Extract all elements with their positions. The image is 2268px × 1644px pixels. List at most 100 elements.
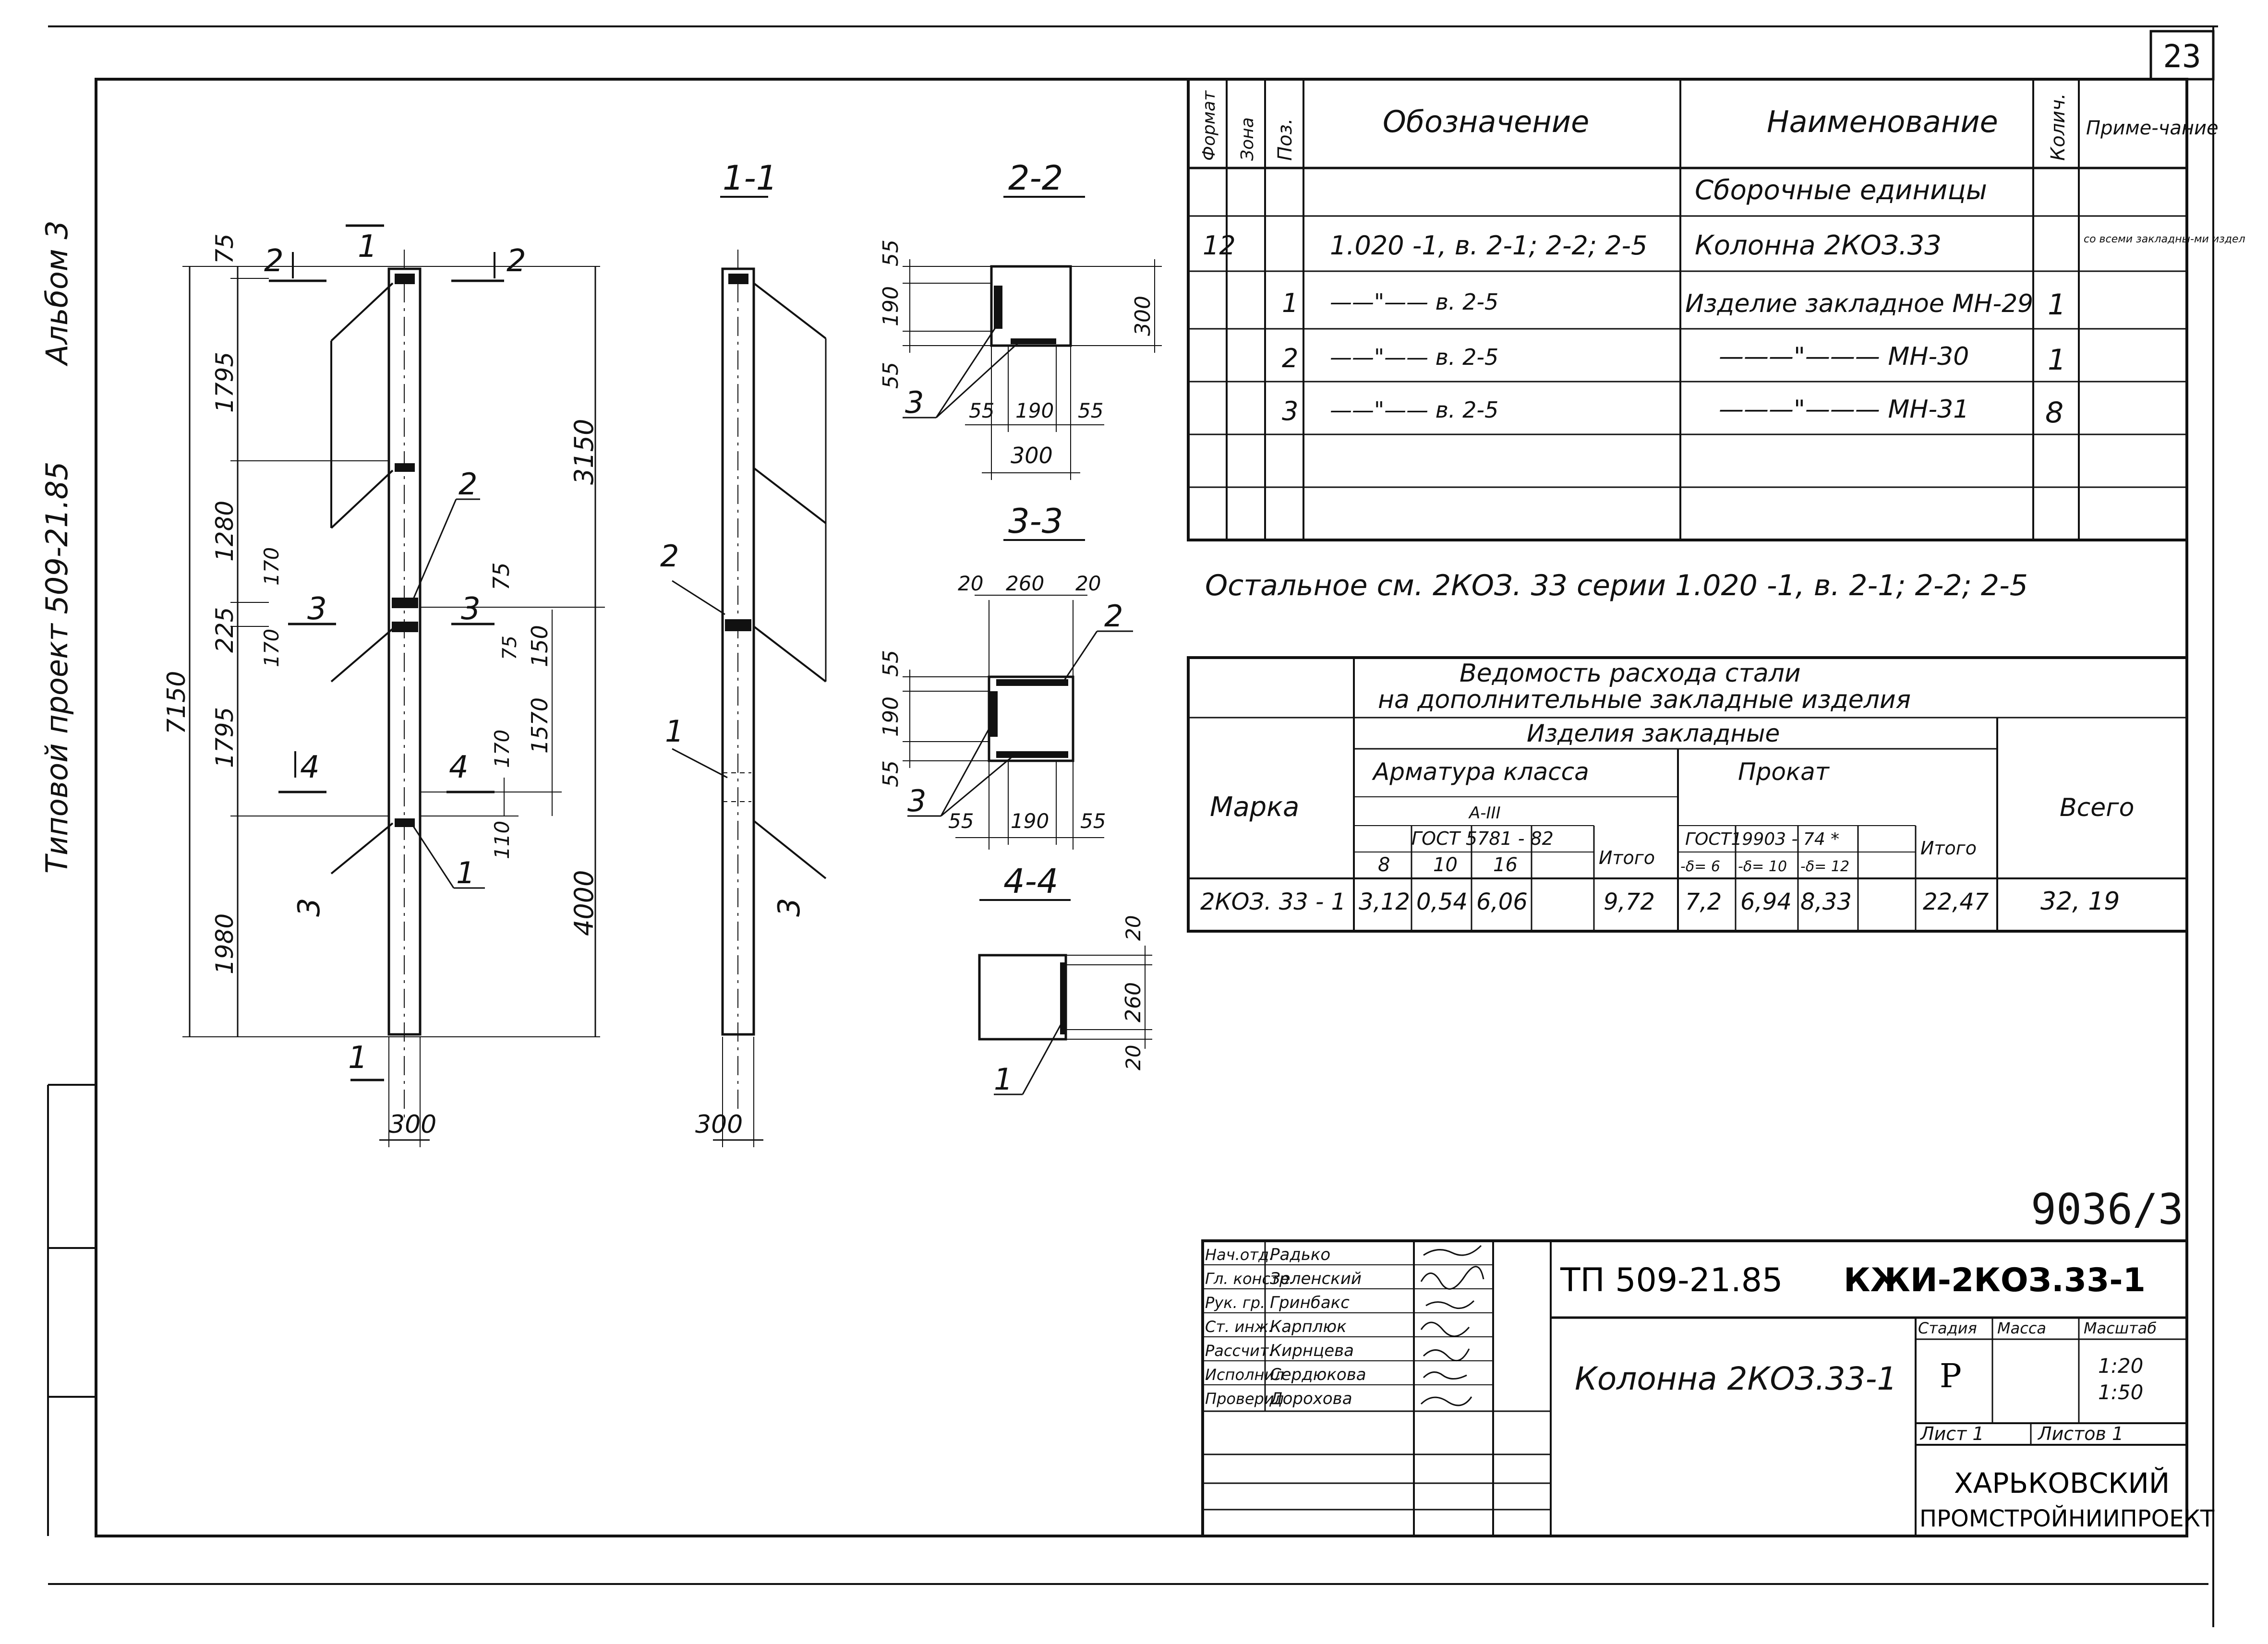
- s22-d55-top: 55: [879, 240, 903, 266]
- tb-project-code: ТП 509-21.85: [1560, 1261, 1783, 1299]
- steel-itogo-arm-header: Итого: [1599, 847, 1655, 868]
- steel-row-p6: 7,2: [1685, 888, 1722, 915]
- dim-segment-1980: 1980: [211, 913, 239, 974]
- spec-row-pos: 3: [1282, 396, 1298, 426]
- s22-d190: 190: [879, 286, 903, 326]
- section-4-4: 4-4 20 260 20 1: [978, 862, 1152, 1097]
- cut-1-top: 1: [358, 229, 377, 264]
- steel-row-itogo-arm: 9,72: [1604, 888, 1655, 915]
- sheet-frame: 23: [47, 25, 2218, 1627]
- s33-t20-r: 20: [1075, 572, 1101, 595]
- steel-row-total: 32, 19: [2040, 887, 2120, 916]
- s44-d20-top: 20: [1122, 915, 1145, 941]
- tb-role: Нач.отд.: [1205, 1246, 1274, 1264]
- steel-diameter: 16: [1493, 854, 1518, 876]
- cut-2-left: 2: [264, 243, 284, 279]
- s33-d55-top: 55: [879, 650, 903, 677]
- spec-row-name: Изделие закладное МН-29: [1685, 289, 2033, 318]
- tb-name: Карплюк: [1270, 1317, 1347, 1336]
- spec-header-pos: Поз.: [1274, 118, 1296, 161]
- spec-header-designation: Обозначение: [1383, 104, 1589, 139]
- s33-b55-r: 55: [1080, 809, 1106, 833]
- callout-1: 1: [456, 855, 475, 890]
- tb-scale2: 1:50: [2098, 1380, 2143, 1404]
- tb-doc-code: КЖИ-2КОЗ.33-1: [1844, 1261, 2146, 1299]
- tb-name: Гринбакс: [1270, 1293, 1350, 1312]
- s11-cut-3: 3: [772, 898, 807, 917]
- tb-org1: ХАРЬКОВСКИЙ: [1954, 1466, 2170, 1500]
- remark-text: Остальное см. 2КОЗ. 33 серии 1.020 -1, в…: [1205, 569, 2028, 602]
- steel-row-v16: 6,06: [1476, 888, 1528, 915]
- spec-row-pos: 1: [1282, 288, 1298, 318]
- spec-row-qty: 8: [2045, 396, 2063, 430]
- spec-row-qty: 1: [2048, 288, 2066, 322]
- cut-3-right: 3: [461, 591, 481, 627]
- tb-stage-label: Стадия: [1918, 1319, 1977, 1337]
- sheet-number: 23: [2163, 38, 2201, 75]
- side-label: Альбом 3 Типовой проект 509-21.85: [39, 220, 74, 874]
- cut-4-right: 4: [449, 750, 469, 785]
- tb-scale1: 1:20: [2098, 1354, 2143, 1378]
- spec-section-title: Сборочные единицы: [1695, 175, 1987, 206]
- steel-col-izdelia: Изделия закладные: [1527, 720, 1780, 747]
- dim-segment-225: 225: [211, 607, 239, 653]
- steel-col-vsego: Всего: [2060, 793, 2134, 822]
- spec-row-designation: 1.020 -1, в. 2-1; 2-2; 2-5: [1330, 230, 1647, 261]
- spec-row-pos: 2: [1282, 343, 1298, 373]
- spec-header-zone: Зона: [1238, 117, 1257, 161]
- s22-callout-3: 3: [905, 385, 924, 420]
- column-elevation: 7150 75 1795 1280 225 1795 1980 3150 400…: [162, 224, 605, 1147]
- steel-col-armatura: Арматура класса: [1372, 758, 1589, 786]
- steel-row-p10: 6,94: [1740, 888, 1792, 915]
- cut-4-left: 4: [300, 750, 320, 785]
- dim-segment-1795a: 1795: [211, 352, 239, 413]
- section-1-1: 1-1 2 1 3 300: [660, 158, 827, 1147]
- callout-2: 2: [458, 467, 477, 502]
- s33-callout-2: 2: [1104, 599, 1123, 634]
- tb-role: Рассчит.: [1205, 1342, 1274, 1360]
- dim-150: 150: [527, 625, 553, 667]
- tb-role: Проверил: [1205, 1390, 1284, 1408]
- s22-b300: 300: [1011, 443, 1053, 468]
- spec-row-designation: ——"—— в. 2-5: [1330, 397, 1498, 423]
- s33-d190: 190: [879, 696, 903, 737]
- tb-role: Исполнил: [1205, 1366, 1284, 1384]
- dim-segment-75: 75: [211, 233, 239, 264]
- tb-role: Гл. констр.: [1205, 1270, 1294, 1288]
- dim-75-right: 75: [488, 562, 514, 590]
- spec-row-name: ———"——— МН-30: [1719, 342, 1969, 371]
- dim-170-right: 170: [490, 730, 514, 768]
- steel-gost-arm: ГОСТ 5781 - 82: [1411, 828, 1554, 849]
- steel-title-line1: Ведомость расхода стали: [1460, 659, 1801, 688]
- steel-thickness: -δ= 12: [1800, 858, 1849, 875]
- steel-row-p12: 8,33: [1800, 888, 1852, 915]
- section-2-2: 2-2 55 190 55 300 55 190 55 300 3: [879, 158, 1162, 480]
- dim-width-300: 300: [389, 1110, 436, 1139]
- section-3-3: 3-3 20 260 20 55 190 55 55 190 55 2 3: [879, 502, 1133, 850]
- steel-row-itogo-prokat: 22,47: [1923, 888, 1989, 915]
- steel-diameter: 8: [1378, 854, 1390, 876]
- steel-thickness: -δ= 6: [1680, 858, 1720, 875]
- dim-right-4000: 4000: [569, 870, 599, 936]
- tb-scale-label: Масштаб: [2084, 1319, 2157, 1337]
- tb-role: Ст. инж.: [1205, 1318, 1273, 1336]
- s33-b55-l: 55: [948, 809, 974, 833]
- title-block: Нач.отд. Гл. констр. Рук. гр. Ст. инж. Р…: [1201, 1239, 2215, 1537]
- spec-row-note: со всеми закладны-ми издел: [2084, 233, 2245, 245]
- steel-table: Ведомость расхода стали на дополнительны…: [1187, 656, 2188, 933]
- tb-name: Зеленский: [1270, 1269, 1362, 1288]
- section-3-3-title: 3-3: [1008, 502, 1063, 541]
- s33-callout-3: 3: [907, 783, 926, 818]
- s22-d300-right: 300: [1131, 296, 1155, 336]
- section-1-1-title: 1-1: [723, 158, 777, 198]
- s22-b55-l: 55: [969, 399, 994, 422]
- dim-right-3150: 3150: [569, 419, 599, 485]
- s11-width: 300: [695, 1110, 743, 1139]
- tb-name: Сердюкова: [1270, 1365, 1366, 1384]
- tb-sheet-label: Лист 1: [1919, 1423, 1984, 1444]
- steel-diameter: 10: [1433, 854, 1458, 876]
- spec-row-designation: ——"—— в. 2-5: [1330, 289, 1498, 315]
- callout-3: 3: [291, 898, 326, 917]
- spec-header-note: Приме-чание: [2086, 117, 2219, 139]
